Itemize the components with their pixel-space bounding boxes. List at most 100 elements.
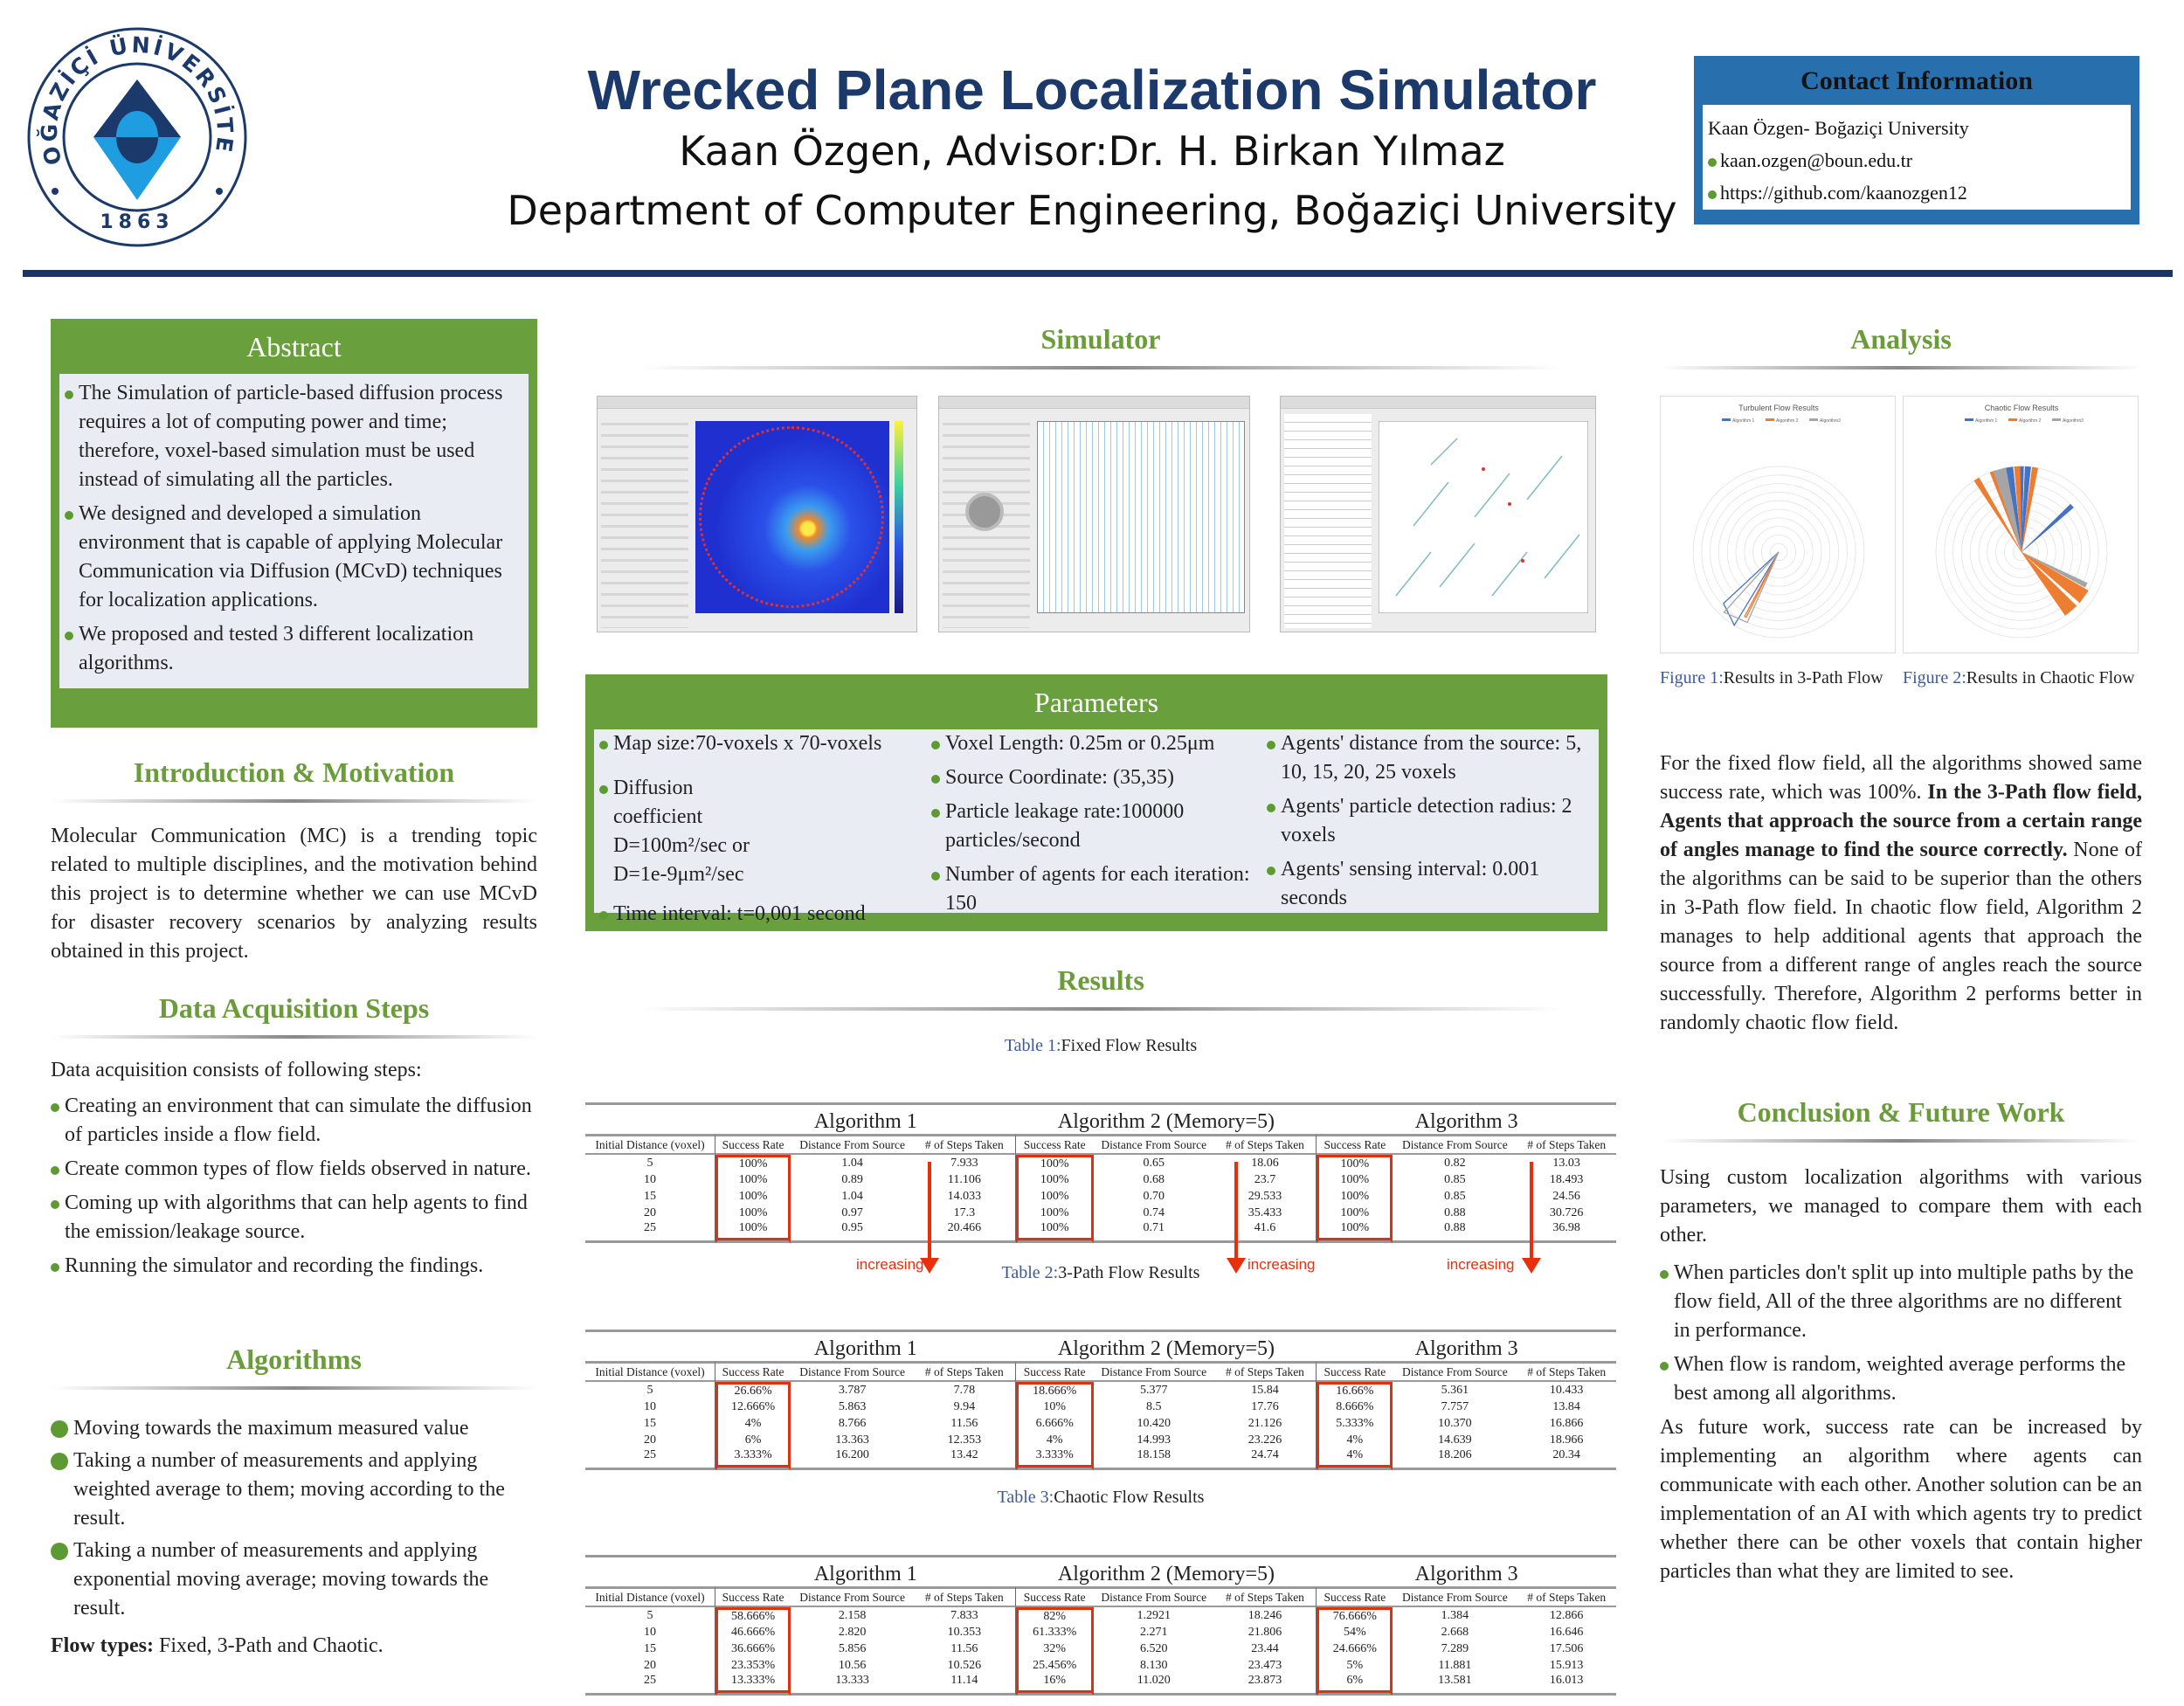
table-cell: 29.533 bbox=[1214, 1188, 1317, 1205]
table-cell: 8.130 bbox=[1140, 1658, 1168, 1672]
table-cell: 0.70 bbox=[1143, 1189, 1165, 1203]
grid-ring bbox=[1752, 526, 1805, 578]
abstract-item: The Simulation of particle-based diffusi… bbox=[65, 379, 523, 494]
parameter-item: Diffusion coefficient D=100m²/sec or D=1… bbox=[599, 774, 783, 889]
table-cell: 10% bbox=[1015, 1399, 1094, 1415]
table-cell: 23.473 bbox=[1214, 1657, 1317, 1674]
conclusion-item: When flow is random, weighted average pe… bbox=[1660, 1350, 2142, 1408]
contact-box: Contact Information Kaan Özgen- Boğaziçi… bbox=[1694, 56, 2139, 224]
column-header: Distance From Source bbox=[791, 1134, 915, 1155]
grid-ring bbox=[1744, 517, 1814, 587]
table-cell: 0.82 bbox=[1444, 1156, 1466, 1170]
algorithms-title: Algorithms bbox=[226, 1343, 362, 1375]
increasing-label: increasing bbox=[1447, 1256, 1515, 1273]
column-header: Success Rate bbox=[1015, 1586, 1094, 1607]
abstract-box: Abstract The Simulation of particle-base… bbox=[51, 319, 537, 728]
column-header: Success Rate bbox=[1015, 1361, 1094, 1382]
column-header: Distance From Source bbox=[791, 1361, 915, 1382]
table-cell: 100% bbox=[1015, 1221, 1094, 1243]
chart-wedge bbox=[2021, 503, 2074, 553]
bullet-icon bbox=[1708, 190, 1717, 199]
contact-email[interactable]: kaan.ozgen@boun.edu.tr bbox=[1720, 149, 1913, 171]
chart-wedge bbox=[1993, 467, 2022, 553]
parameter-item: Voxel Length: 0.25m or 0.25μm bbox=[931, 729, 1254, 758]
table-cell: 24.74 bbox=[1213, 1448, 1317, 1470]
table-cell: 5 bbox=[585, 1155, 715, 1171]
table-cell: 3.787 bbox=[838, 1383, 867, 1397]
table-cell: 36.98 bbox=[1517, 1221, 1616, 1243]
chart-wedge bbox=[2021, 466, 2031, 553]
column-header: Distance From Source bbox=[1393, 1361, 1517, 1382]
table-cell: 7.933 bbox=[914, 1155, 1016, 1171]
table-cell: 17.3 bbox=[914, 1205, 1016, 1221]
column-header: Success Rate bbox=[1015, 1134, 1094, 1155]
column-header: Initial Distance (voxel) bbox=[585, 1586, 715, 1607]
legend-label: Algorithm 2 bbox=[2019, 418, 2042, 424]
column-header: Success Rate bbox=[715, 1361, 791, 1382]
table-cell: 100% bbox=[1317, 1188, 1393, 1205]
table-cell: 23.353% bbox=[715, 1657, 791, 1674]
table-cell: 6% bbox=[1317, 1674, 1393, 1696]
chart-wedge bbox=[1973, 477, 2022, 553]
header-divider bbox=[23, 270, 2173, 277]
grid-ring bbox=[1692, 466, 1865, 639]
table-cell: 20.466 bbox=[914, 1221, 1016, 1243]
table-cell: 25 bbox=[585, 1448, 715, 1470]
grid-ring bbox=[1769, 542, 1788, 562]
table-cell: 21.126 bbox=[1214, 1415, 1317, 1432]
table-cell: 24.56 bbox=[1552, 1189, 1580, 1203]
arrow-down-icon bbox=[1522, 1162, 1541, 1274]
parameters-box: Parameters Map size:70-voxels x 70-voxel… bbox=[585, 674, 1607, 931]
table-cell: 0.88 bbox=[1393, 1221, 1517, 1243]
conclusion-section: Conclusion & Future Work Using custom lo… bbox=[1660, 1096, 2142, 1586]
arrow-down-icon bbox=[920, 1162, 939, 1274]
table-cell: 35.433 bbox=[1214, 1205, 1317, 1221]
table-cell: 11.020 bbox=[1093, 1674, 1214, 1696]
table-cell: 0.95 bbox=[791, 1221, 915, 1243]
algorithm-header: Algorithm 1 bbox=[715, 1102, 1016, 1134]
table-cell: 15 bbox=[585, 1188, 715, 1205]
table-cell: 16.646 bbox=[1549, 1625, 1584, 1639]
column-header: Distance From Source bbox=[1093, 1134, 1214, 1155]
table-cell: 21.806 bbox=[1214, 1624, 1317, 1640]
table-cell: 15 bbox=[585, 1415, 715, 1432]
algorithm-header: Algorithm 3 bbox=[1317, 1102, 1616, 1134]
table-cell: 5 bbox=[585, 1607, 715, 1624]
algorithm-header: Algorithm 2 (Memory=5) bbox=[1015, 1330, 1317, 1361]
table-cell: 1.384 bbox=[1441, 1608, 1469, 1622]
table-cell: 1.04 bbox=[841, 1156, 863, 1170]
table-cell: 25 bbox=[585, 1221, 715, 1243]
table-cell: 17.506 bbox=[1549, 1641, 1584, 1655]
simulator-screenshot-heatmap bbox=[597, 396, 917, 632]
table-cell: 12.666% bbox=[715, 1399, 791, 1415]
column-header: Success Rate bbox=[715, 1134, 791, 1155]
table-cell: 6% bbox=[715, 1432, 791, 1448]
table-cell: 0.68 bbox=[1143, 1172, 1165, 1186]
algorithm-header: Algorithm 3 bbox=[1317, 1330, 1616, 1361]
table-cell: 10 bbox=[585, 1624, 715, 1640]
table-cell: 58.666% bbox=[715, 1607, 791, 1624]
results-title: Results bbox=[1057, 964, 1144, 996]
table-cell: 4% bbox=[1317, 1432, 1393, 1448]
flow-types: Flow types: Fixed, 3-Path and Chaotic. bbox=[51, 1634, 384, 1657]
table-cell: 3.333% bbox=[1015, 1448, 1094, 1470]
table-cell: 14.639 bbox=[1438, 1433, 1472, 1447]
table-cell: 20 bbox=[585, 1205, 715, 1221]
table-cell: 76.666% bbox=[1317, 1607, 1393, 1624]
table-cell: 13.333 bbox=[791, 1674, 915, 1696]
column-header: Distance From Source bbox=[791, 1586, 915, 1607]
contact-github[interactable]: https://github.com/kaanozgen12 bbox=[1720, 182, 1967, 204]
table-cell: 100% bbox=[1317, 1171, 1393, 1188]
table-cell: 20.34 bbox=[1517, 1448, 1616, 1470]
legend-swatch bbox=[1722, 418, 1731, 421]
column-header: Distance From Source bbox=[1393, 1586, 1517, 1607]
